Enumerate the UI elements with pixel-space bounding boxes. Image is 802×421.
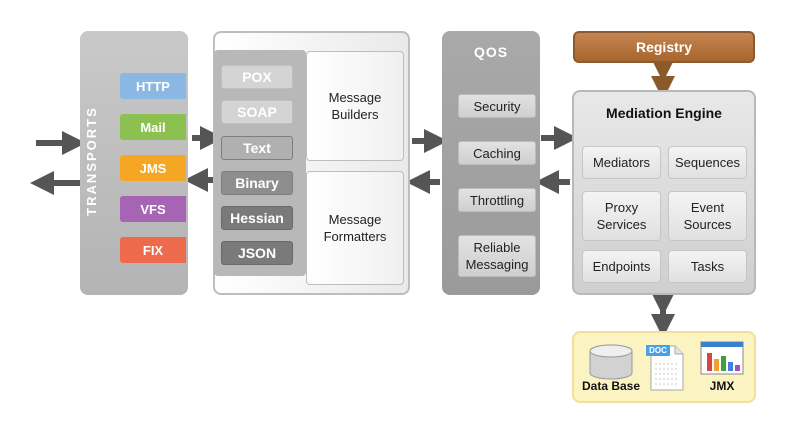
transport-http[interactable]: HTTP <box>120 73 186 99</box>
database-icon <box>589 344 633 380</box>
registry-box[interactable]: Registry <box>573 31 755 63</box>
message-formatters-label: Message Formatters <box>323 212 387 244</box>
document-icon <box>650 345 684 391</box>
transport-vfs[interactable]: VFS <box>120 196 186 222</box>
format-json[interactable]: JSON <box>221 241 293 265</box>
mediation-sequences[interactable]: Sequences <box>668 146 747 179</box>
doc-tag: DOC <box>646 345 670 356</box>
transport-fix[interactable]: FIX <box>120 237 186 263</box>
jmx-chart-icon <box>700 341 744 375</box>
qos-reliable-messaging[interactable]: Reliable Messaging <box>458 235 536 277</box>
message-formatters[interactable]: Message Formatters <box>306 171 404 285</box>
format-hessian[interactable]: Hessian <box>221 206 293 230</box>
database-label: Data Base <box>581 379 641 393</box>
message-builders-label: Message Builders <box>328 90 382 122</box>
mediation-proxy-services[interactable]: Proxy Services <box>582 191 661 241</box>
transport-jms[interactable]: JMS <box>120 155 186 181</box>
jmx-label: JMX <box>709 379 735 393</box>
mediation-endpoints[interactable]: Endpoints <box>582 250 661 283</box>
mediation-tasks[interactable]: Tasks <box>668 250 747 283</box>
transport-mail[interactable]: Mail <box>120 114 186 140</box>
format-text[interactable]: Text <box>221 136 293 160</box>
qos-security[interactable]: Security <box>458 94 536 118</box>
mediation-event-sources[interactable]: Event Sources <box>668 191 747 241</box>
format-pox[interactable]: POX <box>221 65 293 89</box>
message-builders[interactable]: Message Builders <box>306 51 404 161</box>
mediation-engine-title: Mediation Engine <box>606 105 722 121</box>
transports-title: TRANSPORTS <box>84 106 99 216</box>
qos-title: QOS <box>473 44 509 60</box>
qos-throttling[interactable]: Throttling <box>458 188 536 212</box>
qos-caching[interactable]: Caching <box>458 141 536 165</box>
format-soap[interactable]: SOAP <box>221 100 293 124</box>
mediation-mediators[interactable]: Mediators <box>582 146 661 179</box>
format-binary[interactable]: Binary <box>221 171 293 195</box>
